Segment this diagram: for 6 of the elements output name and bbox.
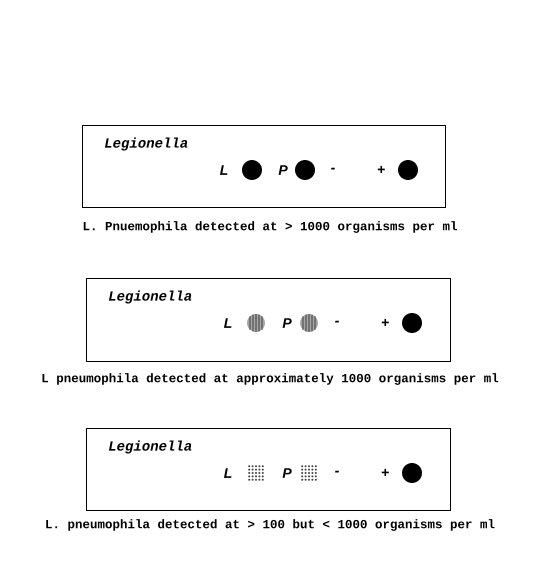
test-card: Legionella L P - + [86,428,451,511]
node-label: L. Pnuemophila detected at > 1000 organisms per ml [84,221,457,233]
node-label: L pneumophila detected at approximately 1000 organisms per ml [42,373,498,385]
node-label: L. pneumophila detected at > 100 but < 1000 organisms per ml [46,519,494,531]
test-card: Legionella L P - + [82,125,446,208]
test-card: Legionella L P - + [86,278,451,362]
